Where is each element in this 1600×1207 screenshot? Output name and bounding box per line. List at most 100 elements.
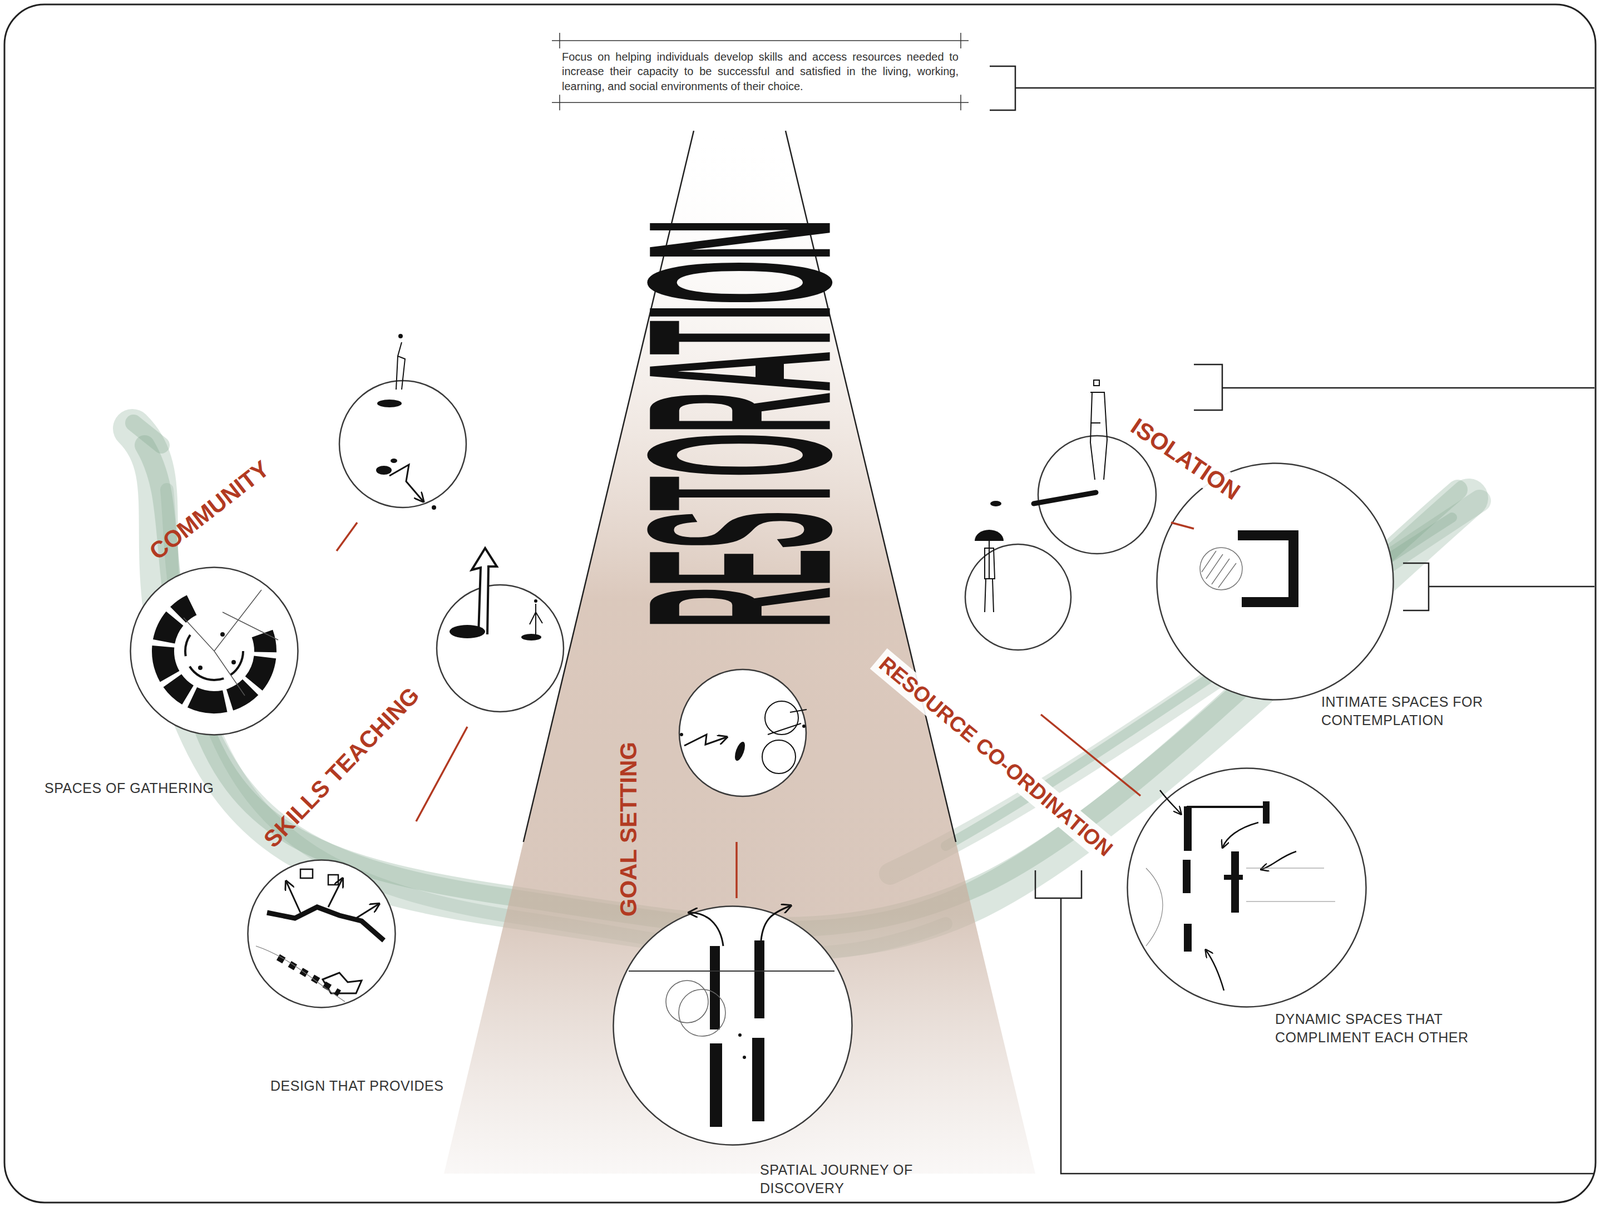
person-shadow: [1033, 492, 1096, 504]
wall-bar: [1182, 859, 1191, 893]
person-body: [984, 540, 995, 612]
concept-caption: DESIGN THAT PROVIDES: [270, 1076, 505, 1095]
concept-circle-outline: [1127, 768, 1367, 1007]
leader-line: [1040, 714, 1141, 796]
concept-circle: RESOURCE CO-ORDINATIONDYNAMIC SPACES THA…: [1126, 767, 1367, 1008]
person-sketch: [376, 333, 437, 510]
sketch-circle: [965, 544, 1071, 650]
concept-circle-shape: [1126, 767, 1367, 1008]
sketch-dot: [742, 1055, 747, 1059]
sketch-line: [183, 589, 279, 696]
seating-ring: [148, 585, 280, 717]
bicycle-sketch: [679, 700, 807, 774]
crop-marks: [551, 32, 969, 111]
sketch-line: [628, 970, 835, 972]
band-title: RESTORATION: [609, 219, 871, 628]
dynamic-spaces-sketch: [1146, 789, 1336, 991]
sketch-line: [1186, 805, 1266, 808]
sketch-loop: [1200, 547, 1243, 590]
bracket-line: [989, 66, 1595, 111]
sketch-arrow: [1159, 789, 1181, 814]
wall-bar: [752, 1037, 765, 1122]
sketch-line: [255, 945, 345, 1002]
sketch-dot: [198, 665, 203, 670]
page-frame: [4, 4, 1596, 1203]
wall-bar: [1183, 806, 1192, 851]
wall-bar: [754, 940, 765, 1019]
ink-blob: [390, 458, 398, 463]
sketch-arrow: [761, 905, 790, 941]
sketch-arrow: [1222, 822, 1259, 847]
sketch-dot: [738, 1033, 742, 1037]
umbrella-person-sketch: [974, 529, 1004, 612]
sketch-dot: [802, 724, 806, 728]
leader-line: [735, 841, 738, 898]
person-body: [1090, 392, 1108, 480]
brackets: [989, 66, 1595, 1174]
sketch-circle: [339, 380, 467, 508]
concept-circle: GOAL SETTINGSPATIAL JOURNEY OF DISCOVERY: [612, 905, 853, 1146]
sketch-circle: [436, 584, 564, 712]
sketch-dot: [431, 505, 437, 510]
ink-blob: [732, 740, 747, 763]
person-body: [529, 603, 543, 635]
sketch-line: [1146, 867, 1336, 946]
ink-blob: [990, 500, 1002, 507]
wall-bar: [709, 1043, 723, 1127]
zigzag-arrow: [684, 734, 727, 746]
sketch-arrow: [1261, 851, 1297, 869]
sketch-circle: [679, 669, 807, 797]
umbrella: [974, 529, 1004, 541]
sketch-loop: [678, 989, 726, 1036]
concept-circle-shape: [1156, 462, 1395, 701]
zigzag-arrow: [389, 464, 423, 501]
sketch-loop: [665, 980, 709, 1023]
sketch-arrow: [356, 904, 379, 918]
statement-text: Focus on helping individuals develop ski…: [561, 49, 959, 94]
concept-heading: COMMUNITY: [144, 455, 275, 566]
sketch-arrow: [1206, 950, 1224, 991]
person-head: [534, 599, 538, 603]
concept-circle-outline: [248, 860, 396, 1008]
person-head: [398, 333, 403, 339]
leader-line: [336, 522, 358, 551]
statement-box: Focus on helping individuals develop ski…: [556, 40, 965, 103]
leader-line: [1171, 522, 1194, 529]
leader-lines: [336, 522, 1194, 898]
wall-bar: [1183, 923, 1192, 952]
ink-blob: [376, 465, 392, 475]
concept-caption: SPACES OF GATHERING: [44, 778, 279, 798]
skills-sketch: [255, 868, 384, 1002]
band-outline: [523, 130, 956, 842]
up-arrow: [471, 547, 497, 635]
concept-heading: SKILLS TEACHING: [258, 681, 426, 853]
wall-bar: [1262, 801, 1270, 824]
concept-circle-outline: [130, 567, 299, 735]
concept-caption: SPATIAL JOURNEY OF DISCOVERY: [759, 1160, 922, 1197]
bracket-line: [1403, 563, 1595, 611]
wheel: [762, 739, 796, 774]
concept-circle: ISOLATIONINTIMATE SPACES FOR CONTEMPLATI…: [1156, 462, 1395, 701]
sketch-arrow: [286, 881, 301, 913]
gathering-sketch: [148, 585, 280, 717]
sketch-square: [328, 874, 339, 885]
growth-sketch: [449, 547, 543, 641]
journey-sketch: [628, 905, 835, 1127]
concept-caption: INTIMATE SPACES FOR CONTEMPLATION: [1321, 692, 1500, 729]
sketch-circles: [339, 380, 1157, 797]
leader-line: [416, 726, 468, 822]
sketch-arrow: [328, 878, 343, 907]
sketch-dot: [220, 631, 225, 637]
sketch-arrow: [689, 912, 724, 946]
bracket-line: [1035, 870, 1595, 1174]
sketch-dot: [679, 732, 684, 737]
dotted-row: [278, 956, 340, 994]
concept-circle-shape: [612, 905, 853, 1146]
retreat-sketch: [1200, 535, 1294, 602]
concept-heading: GOAL SETTING: [615, 741, 643, 917]
wall-bar: [709, 945, 720, 1030]
person-shadow: [521, 633, 542, 641]
sketch-line: [767, 709, 807, 735]
